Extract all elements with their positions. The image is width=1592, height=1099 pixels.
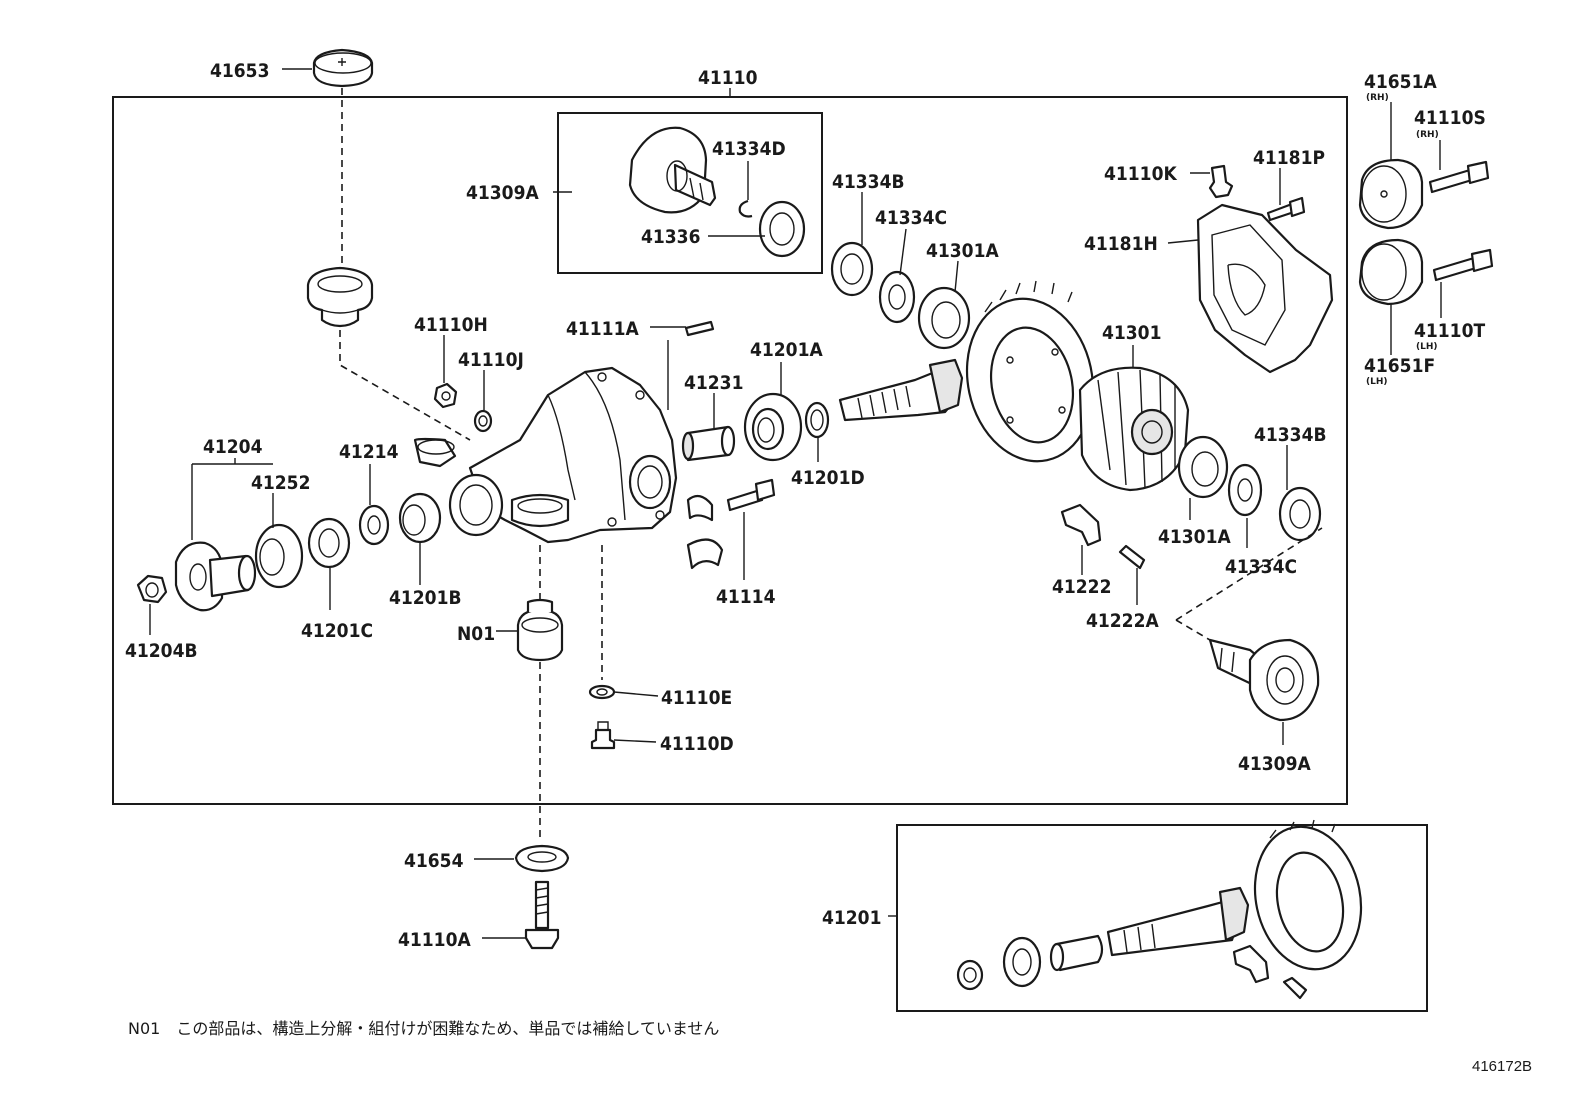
label-41201D: 41201D (791, 467, 865, 489)
cap-41651F (1358, 238, 1424, 306)
label-41110A: 41110A (398, 929, 471, 951)
bearing-41301A-upper (917, 286, 971, 350)
label-41110E: 41110E (661, 687, 732, 709)
label-41204B: 41204B (125, 640, 198, 662)
label-41222A: 41222A (1086, 610, 1159, 632)
oil-seal-41334B-lower (1278, 486, 1322, 542)
rear-cover-41181H (1196, 203, 1334, 374)
subassembly-frame-41201 (896, 824, 1428, 1012)
oil-seal-41334B-upper (830, 241, 874, 297)
snap-ring-41334D (738, 199, 753, 218)
label-41181P: 41181P (1253, 147, 1325, 169)
label-41334C-top: 41334C (875, 207, 947, 229)
bearing-41201B (398, 492, 442, 544)
washer-41201D (804, 401, 830, 439)
nut-41204B (136, 574, 168, 604)
ring-gear-set-41201 (956, 819, 1363, 1000)
label-41309A-bottom: 41309A (1238, 753, 1311, 775)
pin-41111A (684, 320, 715, 337)
side-shaft-41309A-lower (1208, 638, 1320, 722)
label-41204: 41204 (203, 436, 263, 458)
washer-41110J (473, 409, 493, 433)
label-41334D: 41334D (712, 138, 786, 160)
label-41651A: 41651A (1364, 71, 1437, 93)
label-41110K: 41110K (1104, 163, 1177, 185)
label-41301A-top: 41301A (926, 240, 999, 262)
mount-bushing-upper (306, 266, 374, 328)
spacer-41231 (681, 425, 736, 462)
bearing-cap-41114 (686, 494, 724, 570)
label-41201A: 41201A (750, 339, 823, 361)
carrier-housing-41110 (413, 366, 678, 544)
label-41252: 41252 (251, 472, 310, 494)
bushing-N01 (516, 598, 564, 662)
label-41110T: 41110T (1414, 320, 1485, 342)
illustration-number: 416172B (1472, 1058, 1532, 1075)
label-41336: 41336 (641, 226, 700, 248)
label-41110H: 41110H (414, 314, 488, 336)
label-41110: 41110 (698, 67, 758, 89)
cap-41653 (312, 48, 374, 88)
label-41301A-right: 41301A (1158, 526, 1231, 548)
leader-lines (149, 68, 1442, 939)
shim-41334C-upper (878, 270, 916, 324)
label-41231: 41231 (684, 372, 743, 394)
breather-plug-41110K (1208, 164, 1234, 199)
label-41110T-lh: (LH) (1416, 342, 1438, 352)
label-41114: 41114 (716, 586, 776, 608)
label-41201B: 41201B (389, 587, 462, 609)
spacer-41214 (358, 504, 390, 546)
label-41334C-right: 41334C (1225, 556, 1297, 578)
label-41651F: 41651F (1364, 355, 1435, 377)
label-N01: N01 (457, 623, 495, 645)
label-41214: 41214 (339, 441, 399, 463)
gasket-41110E (588, 684, 616, 700)
label-41334B-top: 41334B (832, 171, 905, 193)
bearing-41201A (743, 392, 803, 462)
label-41654: 41654 (404, 850, 464, 872)
label-41201C: 41201C (301, 620, 373, 642)
side-shaft-41309A-upper (628, 126, 717, 214)
label-41110D: 41110D (660, 733, 734, 755)
label-41653: 41653 (210, 60, 269, 82)
bolt-41114 (726, 478, 776, 512)
bolt-41110T (1432, 248, 1494, 282)
bolt-41110S (1428, 160, 1490, 194)
label-41110S: 41110S (1414, 107, 1486, 129)
label-41181H: 41181H (1084, 233, 1158, 255)
label-41334B-right: 41334B (1254, 424, 1327, 446)
footnote-N01: N01 この部品は、構造上分解・組付けが困難なため、単品では補給していません (128, 1019, 719, 1038)
drive-pinion (838, 358, 964, 422)
bolt-41222A (1118, 544, 1146, 570)
label-41651F-lh: (LH) (1366, 377, 1388, 387)
bearing-41301A-lower (1177, 435, 1229, 499)
label-41651A-rh: (RH) (1366, 93, 1389, 103)
label-41201: 41201 (822, 907, 881, 929)
differential-case-41301 (1078, 366, 1190, 492)
label-41309A-top: 41309A (466, 182, 539, 204)
ring-gear (965, 280, 1095, 463)
subassembly-frame-41309A (557, 112, 823, 274)
lock-plate-41222 (1060, 503, 1102, 547)
cap-41651A (1358, 158, 1424, 230)
dust-deflector-41252 (254, 523, 304, 589)
bolt-41110A (524, 880, 560, 950)
washer-41654 (514, 844, 570, 873)
label-41301: 41301 (1102, 322, 1161, 344)
drain-plug-41110D (590, 721, 616, 750)
plug-41110H (433, 382, 458, 409)
label-41110S-rh: (RH) (1416, 130, 1439, 140)
label-41110J: 41110J (458, 349, 524, 371)
oil-seal-41336 (758, 200, 806, 258)
label-41111A: 41111A (566, 318, 639, 340)
label-41222: 41222 (1052, 576, 1111, 598)
oil-seal-41201C (307, 517, 351, 569)
bolt-41181P (1266, 196, 1306, 222)
flange-41204 (174, 541, 257, 612)
shim-41334C-lower (1227, 463, 1263, 517)
